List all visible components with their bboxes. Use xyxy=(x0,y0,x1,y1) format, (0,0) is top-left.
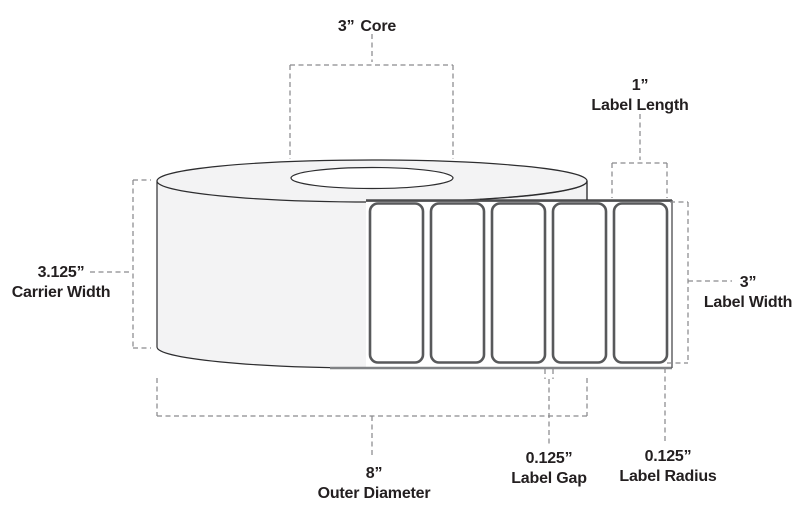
label-length-annotation: 1” Label Length xyxy=(591,77,688,114)
roll-core-hole xyxy=(290,166,454,190)
roll-peel-arc xyxy=(479,180,588,200)
carrier-width-label: Carrier Width xyxy=(12,284,111,301)
outer-diameter-dimension-lines xyxy=(156,378,588,456)
label-length-value: 1” xyxy=(632,77,649,94)
label-gap-annotation: 0.125” Label Gap xyxy=(511,450,587,487)
label-width-label: Label Width xyxy=(704,294,792,311)
core-annotation: 3” Core xyxy=(338,18,396,35)
label-3 xyxy=(490,202,547,364)
label-strip xyxy=(330,180,673,370)
label-width-value: 3” xyxy=(740,274,757,291)
outer-diameter-value: 8” xyxy=(366,465,383,482)
label-width-annotation: 3” Label Width xyxy=(704,274,793,311)
label-gap-value: 0.125” xyxy=(526,450,573,467)
carrier-width-dimension-lines xyxy=(90,179,151,349)
label-length-label: Label Length xyxy=(591,97,688,114)
core-dimension-lines xyxy=(289,34,454,159)
label-4 xyxy=(551,202,608,364)
label-gap-label: Label Gap xyxy=(511,470,587,487)
core-value: 3” xyxy=(338,18,355,35)
label-length-dimension-lines xyxy=(611,114,668,198)
outer-diameter-annotation: 8” Outer Diameter xyxy=(318,465,431,502)
label-5 xyxy=(612,202,669,364)
label-radius-label: Label Radius xyxy=(619,468,716,485)
label-2 xyxy=(429,202,486,364)
label-width-dimension-lines xyxy=(667,201,732,364)
label-1 xyxy=(368,202,425,364)
carrier-width-annotation: 3.125” Carrier Width xyxy=(12,264,111,301)
carrier-width-value: 3.125” xyxy=(38,264,85,281)
label-gap-dimension-lines xyxy=(544,369,554,446)
label-radius-value: 0.125” xyxy=(645,448,692,465)
core-label: Core xyxy=(360,18,396,35)
outer-diameter-label: Outer Diameter xyxy=(318,485,431,502)
label-radius-annotation: 0.125” Label Radius xyxy=(619,448,717,485)
